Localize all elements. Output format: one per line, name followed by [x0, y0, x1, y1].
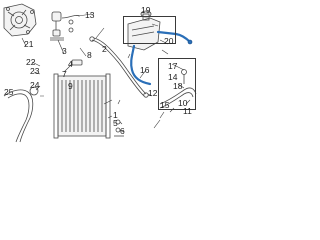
lower-hose-assembly — [159, 69, 197, 109]
reservoir-tank — [127, 10, 161, 51]
callout-3: 3 — [62, 46, 67, 56]
coolant-pipe — [89, 36, 149, 98]
outlet-hose — [3, 86, 39, 143]
callout-11: 11 — [183, 106, 192, 116]
callout-23: 23 — [30, 66, 40, 76]
callout-14: 14 — [168, 72, 178, 82]
hose-clamp-highlighted — [187, 39, 193, 45]
callout-12: 12 — [148, 88, 158, 98]
callout-17: 17 — [168, 61, 178, 71]
water-pump-assembly — [3, 3, 37, 37]
parts-diagram — [3, 3, 197, 143]
thermostat-fitting — [50, 11, 74, 41]
callout-13: 13 — [85, 10, 95, 20]
callout-7: 7 — [62, 69, 67, 79]
radiator — [53, 73, 111, 139]
reservoir-callout-box — [123, 16, 176, 44]
upper-hose — [61, 15, 81, 19]
callout-25: 25 — [4, 87, 14, 97]
callout-16: 16 — [140, 65, 150, 75]
callout-21: 21 — [24, 39, 34, 49]
callout-19: 19 — [141, 5, 151, 15]
callout-22: 22 — [26, 57, 36, 67]
callout-20: 20 — [164, 36, 174, 46]
callout-9: 9 — [68, 81, 73, 91]
callout-15: 15 — [160, 100, 170, 110]
callout-6: 6 — [120, 126, 125, 136]
callout-1: 1 — [113, 110, 118, 120]
callout-24: 24 — [30, 80, 40, 90]
callout-5: 5 — [113, 118, 118, 128]
reservoir-hose-highlighted — [130, 44, 152, 86]
callout-8: 8 — [87, 50, 92, 60]
callout-18: 18 — [173, 81, 183, 91]
leader-lines — [21, 13, 191, 133]
lower-hose-callout-box — [158, 58, 196, 110]
callout-10: 10 — [178, 98, 188, 108]
callout-4: 4 — [68, 59, 73, 69]
callout-2: 2 — [102, 44, 107, 54]
